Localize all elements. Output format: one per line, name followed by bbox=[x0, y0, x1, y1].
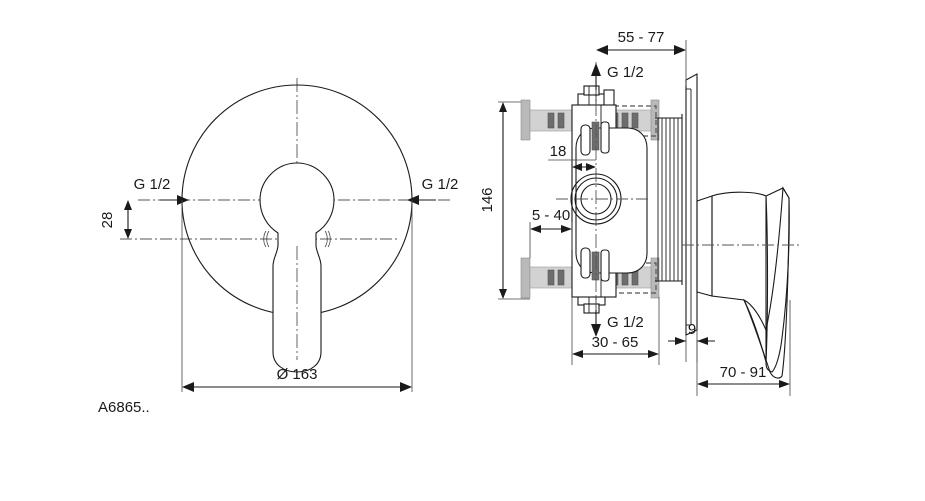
lower-left-flange-plate bbox=[520, 257, 531, 299]
side-view-group: 146 bbox=[479, 29, 800, 396]
top-inlet-arrowhead bbox=[591, 63, 601, 76]
diameter-arrow-left bbox=[182, 382, 194, 392]
depth-arrow-right bbox=[674, 45, 686, 55]
diameter-arrow-right bbox=[400, 382, 412, 392]
front-view-group: G 1/2 G 1/2 28 Ø 163 A6865.. bbox=[98, 78, 458, 416]
front-inlet-left-label: G 1/2 bbox=[134, 176, 171, 193]
lever-slot-left-icon bbox=[263, 230, 267, 248]
side-height-146-label: 146 bbox=[479, 187, 496, 212]
front-diameter-label: Ø 163 bbox=[277, 366, 318, 383]
side-range-30-65-label: 30 - 65 bbox=[592, 334, 639, 351]
offset-28-arrow-top bbox=[124, 200, 132, 210]
threaded-sleeve-group bbox=[655, 114, 683, 285]
escutcheon-plate-side bbox=[685, 73, 698, 336]
height-arrow-bottom bbox=[499, 289, 507, 299]
side-offset-18-label: 18 bbox=[550, 143, 567, 160]
body-slot-bottom-3 bbox=[600, 249, 610, 282]
side-projection-70-91-label: 70 - 91 bbox=[720, 364, 767, 381]
upper-right-pipe-rib-3 bbox=[631, 112, 639, 129]
upper-left-pipe-rib-2 bbox=[557, 112, 565, 129]
range-5-40-arrow-left bbox=[530, 225, 541, 233]
lower-nipple-bottom bbox=[583, 303, 600, 314]
projection-arrow-left bbox=[697, 380, 708, 388]
lower-right-flange-plate bbox=[650, 257, 660, 299]
inlet-right-arrowhead bbox=[407, 195, 419, 205]
lever-slot-right-inner-icon bbox=[324, 230, 328, 248]
handle-hub-cone bbox=[696, 195, 713, 297]
body-slot-bottom-2 bbox=[591, 251, 600, 281]
lower-left-pipe-rib-1 bbox=[547, 269, 555, 286]
lever-slot-right-icon bbox=[327, 230, 331, 248]
offset-18-arrow-left bbox=[572, 163, 582, 171]
side-bottom-inlet-label: G 1/2 bbox=[607, 314, 644, 331]
side-range-5-40-label: 5 - 40 bbox=[532, 207, 570, 224]
thickness-9-arrow-left bbox=[675, 337, 686, 345]
handle-blade-taper bbox=[742, 186, 790, 379]
side-depth-55-77-label: 55 - 77 bbox=[618, 29, 665, 46]
range-30-65-arrow-right bbox=[648, 350, 659, 358]
upper-left-flange-plate bbox=[520, 99, 531, 141]
thickness-9-arrow-right bbox=[697, 337, 708, 345]
front-offset-28-label: 28 bbox=[99, 212, 116, 229]
projection-arrow-right bbox=[779, 380, 790, 388]
range-5-40-arrow-right bbox=[561, 225, 572, 233]
side-top-inlet-label: G 1/2 bbox=[607, 64, 644, 81]
upper-nipple-top bbox=[583, 85, 600, 96]
body-slot-bottom-1 bbox=[580, 247, 591, 279]
lever-handle-front bbox=[259, 162, 335, 373]
front-inlet-right-label: G 1/2 bbox=[422, 176, 459, 193]
side-thickness-9-label: 9 bbox=[688, 321, 696, 338]
inlet-left-arrowhead bbox=[177, 195, 189, 205]
offset-18-arrow-right bbox=[586, 163, 596, 171]
body-slot-top-1 bbox=[580, 124, 591, 156]
lever-slot-left-inner-icon bbox=[266, 230, 270, 248]
body-slot-top-3 bbox=[600, 121, 610, 154]
bottom-inlet-arrowhead bbox=[591, 324, 601, 337]
body-slot-top-2 bbox=[591, 121, 600, 151]
upper-right-flange-plate bbox=[650, 99, 660, 141]
lower-left-pipe-rib-2 bbox=[557, 269, 565, 286]
product-code-label: A6865.. bbox=[98, 399, 150, 416]
upper-right-pipe-rib-2 bbox=[621, 112, 629, 129]
height-arrow-top bbox=[499, 102, 507, 112]
handle-blade-side bbox=[765, 187, 790, 373]
upper-left-pipe-rib-1 bbox=[547, 112, 555, 129]
depth-arrow-left bbox=[596, 45, 608, 55]
offset-28-arrow-bottom bbox=[124, 229, 132, 239]
range-30-65-arrow-left bbox=[572, 350, 583, 358]
